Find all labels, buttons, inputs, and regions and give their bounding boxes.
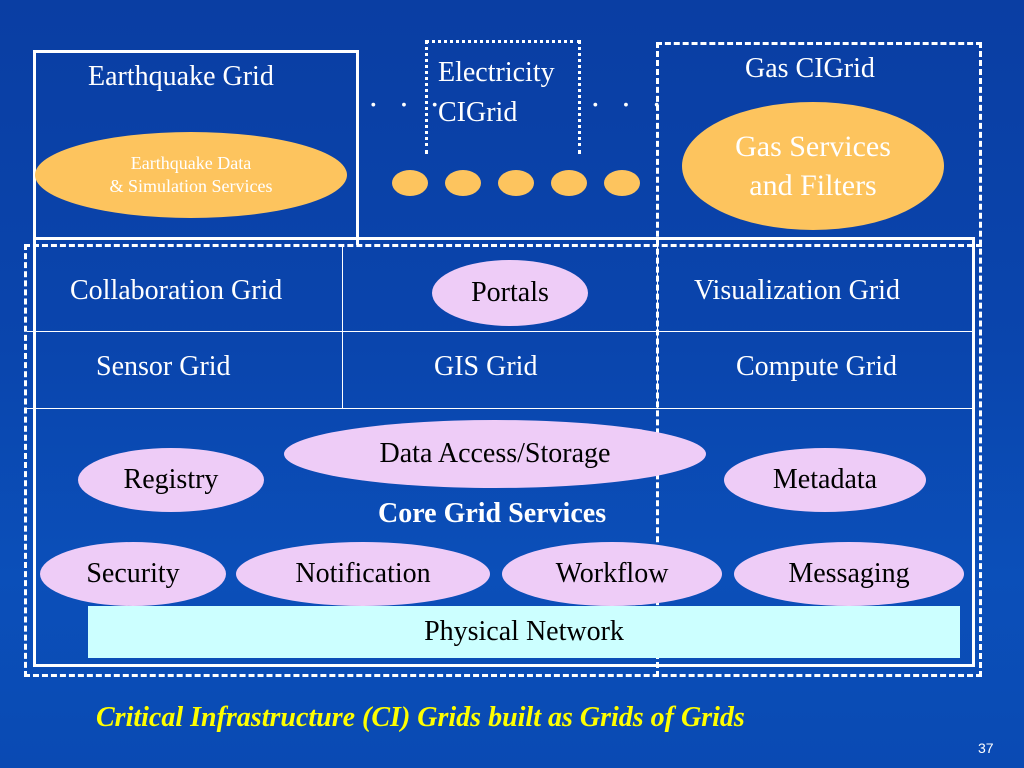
sensor-grid-label: Sensor Grid [96, 351, 231, 382]
notification-label: Notification [295, 558, 431, 589]
compute-grid-label: Compute Grid [736, 351, 897, 382]
main-grid-frame [33, 237, 975, 667]
gas-services-line1: Gas Services [735, 130, 891, 163]
security-label: Security [86, 558, 180, 589]
physical-network-bar: Physical Network [88, 606, 960, 658]
gas-services-line2: and Filters [749, 169, 877, 202]
visualization-grid-label: Visualization Grid [694, 275, 900, 306]
core-grid-services-title: Core Grid Services [378, 498, 607, 529]
messaging-oval: Messaging [734, 542, 964, 606]
slide-caption: Critical Infrastructure (CI) Grids built… [96, 702, 745, 733]
registry-label: Registry [123, 464, 219, 495]
outer-dashed-frame [24, 244, 982, 677]
earthquake-services-oval: Earthquake Data & Simulation Services [35, 132, 347, 218]
data-access-label: Data Access/Storage [379, 438, 611, 469]
security-oval: Security [40, 542, 226, 606]
connector-node [604, 170, 640, 196]
earthquake-grid-frame [33, 50, 359, 245]
physical-network-label: Physical Network [424, 616, 624, 647]
gas-services-oval: Gas Services and Filters [682, 102, 944, 230]
ellipsis-left: · · · [368, 86, 446, 122]
gis-grid-label: GIS Grid [434, 351, 538, 382]
messaging-label: Messaging [788, 558, 910, 589]
data-access-oval: Data Access/Storage [284, 420, 706, 488]
earthquake-grid-label: Earthquake Grid [88, 61, 274, 92]
electricity-grid-frame [425, 40, 581, 154]
grid-col-divider-2 [657, 247, 658, 409]
slide-number: 37 [978, 740, 994, 756]
connector-node [445, 170, 481, 196]
connector-node [498, 170, 534, 196]
workflow-oval: Workflow [502, 542, 722, 606]
electricity-grid-label-line2: CIGrid [438, 97, 518, 128]
workflow-label: Workflow [555, 558, 669, 589]
metadata-label: Metadata [772, 464, 878, 495]
portals-oval: Portals [432, 260, 588, 326]
earthquake-services-line2: & Simulation Services [109, 176, 273, 196]
ellipsis-right: · · · [590, 86, 668, 122]
connector-node [392, 170, 428, 196]
connector-node [551, 170, 587, 196]
electricity-grid-label-line1: Electricity [438, 57, 555, 88]
portals-label: Portals [471, 277, 549, 308]
grid-row-divider-2 [27, 408, 972, 409]
registry-oval: Registry [78, 448, 264, 512]
grid-row-divider-1 [27, 331, 972, 332]
gas-grid-label: Gas CIGrid [745, 53, 875, 84]
notification-oval: Notification [236, 542, 490, 606]
grid-col-divider-1 [342, 247, 343, 409]
collaboration-grid-label: Collaboration Grid [70, 275, 283, 306]
metadata-oval: Metadata [724, 448, 926, 512]
earthquake-services-line1: Earthquake Data [130, 152, 252, 173]
